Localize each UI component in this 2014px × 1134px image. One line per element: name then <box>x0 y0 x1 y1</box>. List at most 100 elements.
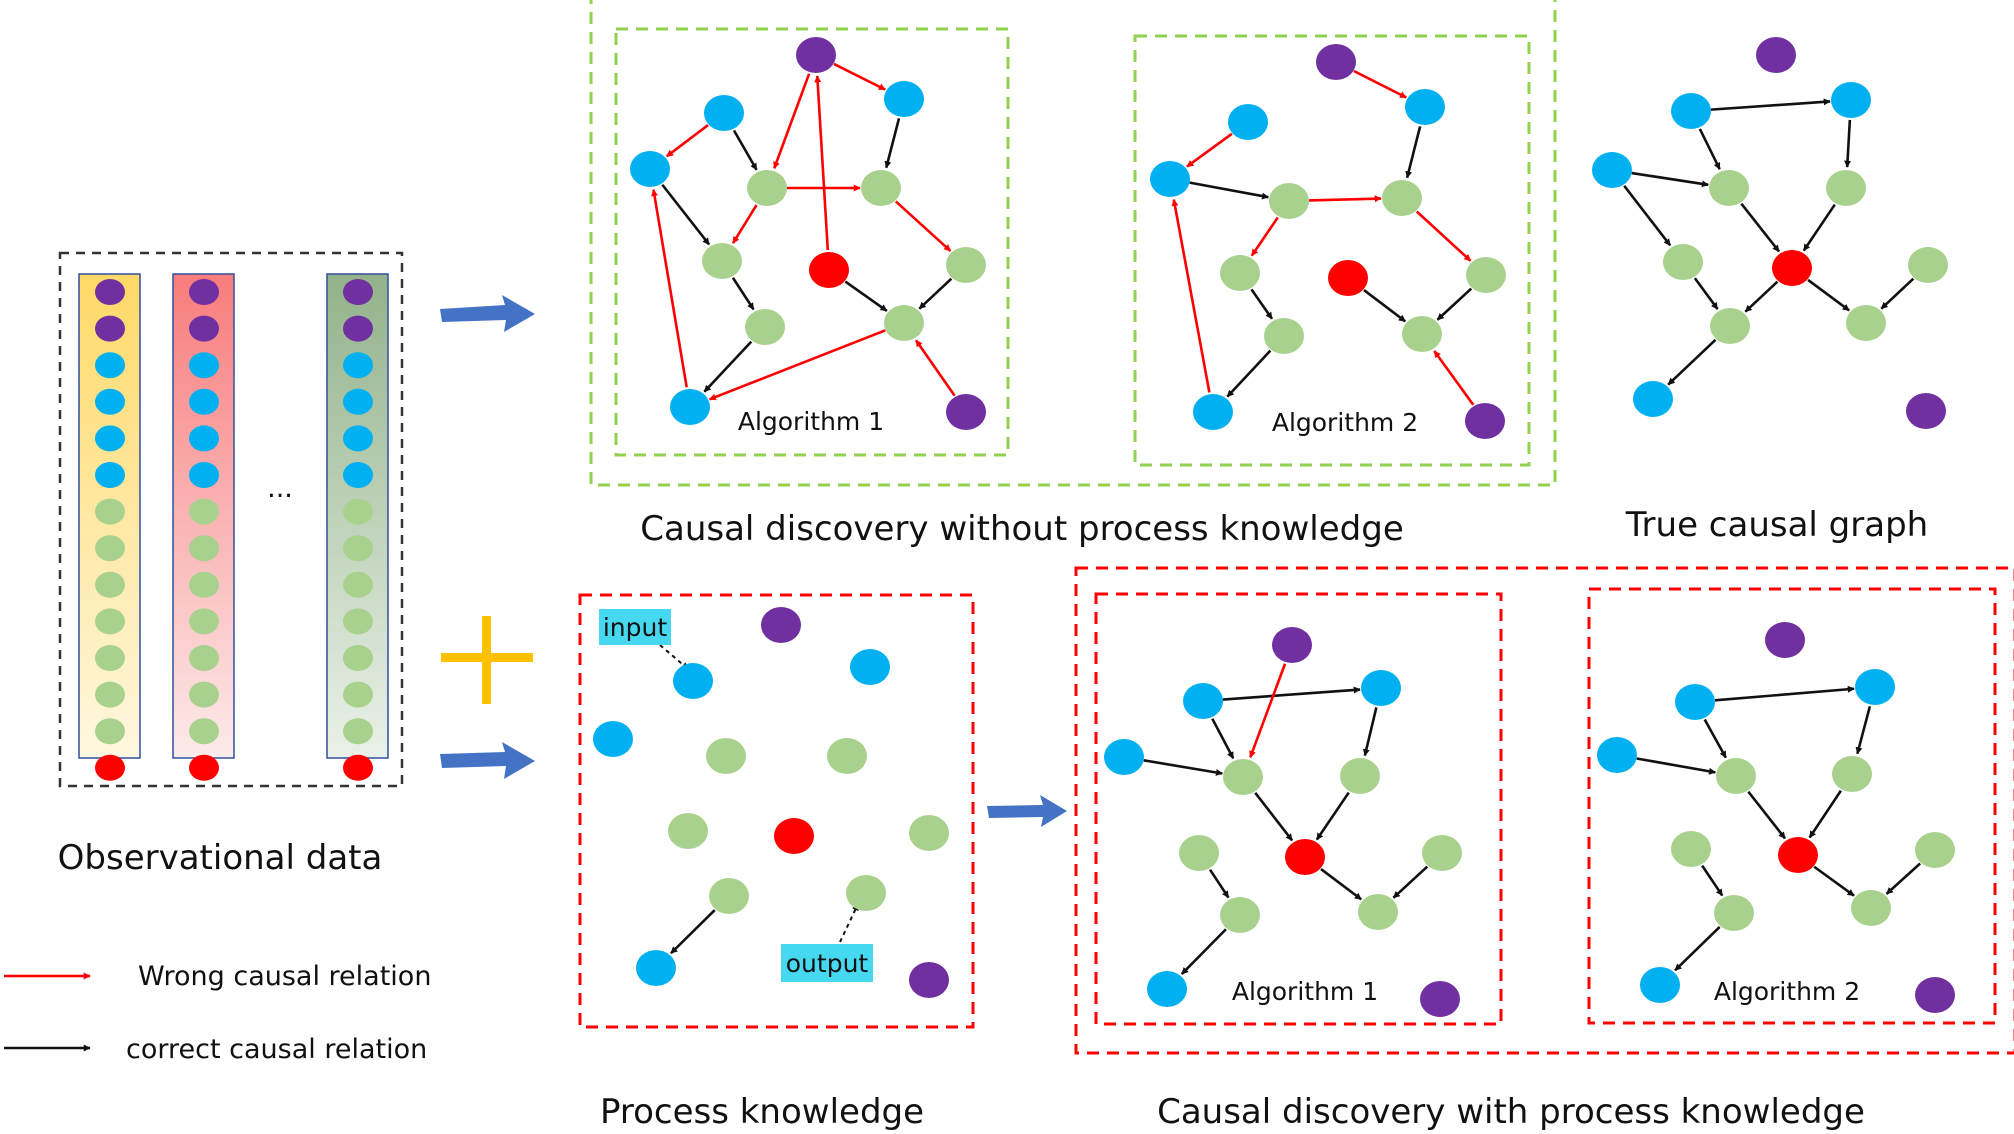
alg1-without-node-blue-B3 <box>884 81 924 117</box>
true-graph-node-purple-U <box>1906 393 1946 429</box>
alg2-with-node-green-G4 <box>1915 832 1955 868</box>
alg1-without-edge-B4-B2-wrong <box>651 189 688 388</box>
alg1-with-edge-G3-G5-correct <box>1208 868 1230 899</box>
data-column-1-dot-purple <box>95 315 125 342</box>
data-column-2-dot-red <box>189 754 219 781</box>
true-graph-node-green-G5 <box>1710 308 1750 344</box>
alg2-without-node-blue-B1 <box>1405 89 1445 125</box>
data-column-1-dot-green <box>95 498 125 525</box>
data-column-3-dot-green <box>343 535 373 562</box>
alg1-with-edge-G2-R-correct <box>1315 791 1350 841</box>
data-column-3-dot-green <box>343 681 373 708</box>
alg1-without-edge-G6-B4-wrong <box>708 329 886 401</box>
alg2-with-edge-G2-R-correct <box>1808 789 1842 839</box>
algorithm-2-with-label: Algorithm 2 <box>1714 977 1860 1006</box>
process-knowledge-node-green-G1 <box>706 738 746 774</box>
data-column-3-dot-red <box>343 754 373 781</box>
alg1-without-edge-P-G1-wrong <box>773 73 811 169</box>
alg1-without-edge-U-G6-wrong <box>914 339 956 397</box>
alg2-without-edge-G5-B4-correct <box>1226 349 1272 398</box>
algorithm-1-with-label: Algorithm 1 <box>1232 977 1378 1006</box>
process-knowledge-node-blue-B3 <box>593 721 633 757</box>
legend-wrong-label: Wrong causal relation <box>138 961 431 992</box>
alg1-with-node-purple-U <box>1420 981 1460 1017</box>
data-column-3-dot-purple <box>343 315 373 342</box>
alg2-without-node-red-R <box>1328 260 1368 296</box>
alg2-without-node-green-G3 <box>1220 255 1260 291</box>
output-tag-pointer <box>839 903 859 943</box>
alg2-with-node-blue-B2 <box>1855 669 1895 705</box>
alg1-with-node-green-G1 <box>1223 759 1263 795</box>
alg2-without-edge-R-G6-correct <box>1363 289 1407 323</box>
alg2-without-edge-B4-B3-wrong <box>1171 198 1211 393</box>
true-graph-edge-B3-G3-correct <box>1623 185 1672 247</box>
process-knowledge-node-blue-B2 <box>850 649 890 685</box>
true-graph-node-blue-B4 <box>1633 381 1673 417</box>
alg1-with-node-purple-P <box>1272 627 1312 663</box>
alg2-with-edge-B3-G1-correct <box>1636 757 1717 775</box>
data-column-1-dot-blue <box>95 352 125 379</box>
alg2-without-edge-B3-G1-correct <box>1189 181 1270 200</box>
data-column-1-dot-green <box>95 535 125 562</box>
caption-with-knowledge: Causal discovery with process knowledge <box>1157 1092 1865 1132</box>
process-knowledge-node-purple-P <box>761 607 801 643</box>
alg1-without-node-green-G1 <box>747 170 787 206</box>
alg2-without-edge-B1-G2-correct <box>1405 126 1422 179</box>
algorithm-1-with-box <box>1094 592 1503 1026</box>
alg2-without-node-green-G5 <box>1264 318 1304 354</box>
alg1-without-edge-R-P-wrong <box>814 75 830 251</box>
alg2-with-node-red-R <box>1778 837 1818 873</box>
data-column-1-dot-green <box>95 645 125 671</box>
data-column-3-dot-green <box>343 718 373 745</box>
alg2-without-edge-G1-G2-wrong <box>1308 195 1382 203</box>
alg1-without-edge-G3-G5-correct <box>731 277 755 311</box>
alg2-with-edge-G4-G6-correct <box>1885 862 1922 895</box>
algorithm-2-without-box <box>1133 34 1531 467</box>
algorithm-1-without-label: Algorithm 1 <box>738 407 884 436</box>
true-graph-node-blue-B2 <box>1831 82 1871 118</box>
alg1-with-edge-B1-G1-correct <box>1211 718 1235 760</box>
data-column-2-dot-green <box>189 681 219 708</box>
true-graph-edge-G5-B4-correct <box>1667 338 1717 386</box>
alg2-without-edge-G1-G3-wrong <box>1250 216 1279 257</box>
alg1-without-edge-B1-G1-correct <box>732 129 758 171</box>
data-column-3-dot-blue <box>343 462 373 488</box>
blue-arrow-middle <box>987 795 1067 827</box>
input-tag-label: input <box>603 613 668 642</box>
alg1-without-node-blue-B2 <box>630 151 670 187</box>
algorithm-2-without-label: Algorithm 2 <box>1272 408 1418 437</box>
alg2-with-edge-G5-B4-correct <box>1674 926 1721 972</box>
alg2-without-edge-G3-G5-correct <box>1250 288 1274 320</box>
alg1-without-edge-R-G6-correct <box>844 280 888 312</box>
graph-edges <box>651 62 1922 975</box>
alg2-without-edge-U-G6-wrong <box>1433 350 1475 406</box>
caption-true-causal-graph: True causal graph <box>1625 505 1928 545</box>
blue-arrow-top <box>440 295 535 332</box>
true-graph-edge-B3-G1-correct <box>1631 171 1709 188</box>
graph-nodes <box>593 37 1955 1017</box>
output-tag-label: output <box>786 949 869 978</box>
alg2-without-node-purple-U <box>1465 403 1505 439</box>
alg2-with-node-blue-B1 <box>1675 684 1715 720</box>
true-graph-node-blue-B3 <box>1592 152 1632 188</box>
true-graph-edge-G1-R-correct <box>1740 202 1781 253</box>
process-knowledge-node-green-G2 <box>827 738 867 774</box>
true-graph-edge-R-G5-correct <box>1744 280 1779 313</box>
data-column-3-dot-green <box>343 571 373 598</box>
data-column-2-dot-green <box>189 498 219 525</box>
process-knowledge-node-green-G6 <box>846 875 886 911</box>
column-ellipsis: ... <box>267 473 293 504</box>
data-column-3-dot-green <box>343 608 373 635</box>
alg1-without-node-red-R <box>809 252 849 288</box>
data-column-1-dot-blue <box>95 388 125 415</box>
alg2-with-node-green-G3 <box>1671 831 1711 867</box>
process-knowledge-node-green-G4 <box>909 815 949 851</box>
alg2-with-node-green-G5 <box>1714 895 1754 931</box>
data-column-2-dot-purple <box>189 315 219 342</box>
data-column-2-dot-blue <box>189 352 219 379</box>
with-knowledge-outer-box <box>1074 566 2014 1055</box>
alg2-with-edge-B1-G1-correct <box>1703 718 1727 759</box>
alg1-with-node-blue-B4 <box>1147 971 1187 1007</box>
data-column-3-dot-blue <box>343 388 373 415</box>
true-graph-node-green-G4 <box>1908 247 1948 283</box>
